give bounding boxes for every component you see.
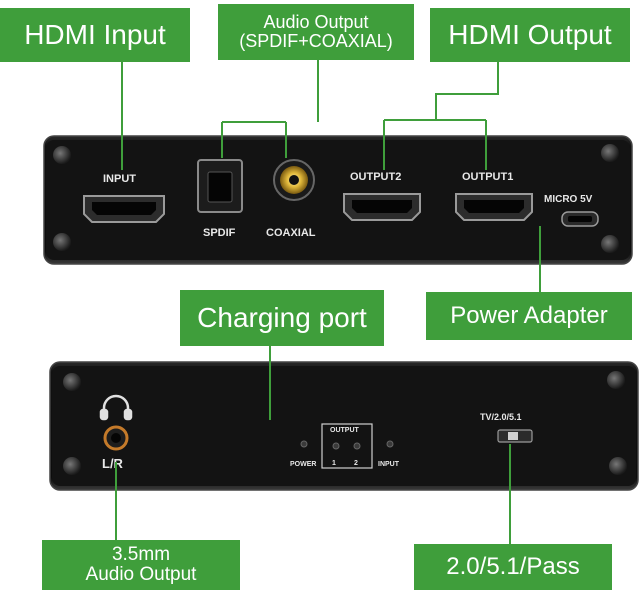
front-micro-label: MICRO 5V bbox=[544, 194, 593, 205]
led-output2-icon bbox=[353, 442, 361, 450]
back-lr-label: L/R bbox=[102, 456, 124, 471]
callout-charging-port: Charging port bbox=[180, 290, 384, 346]
micro-usb-port-icon bbox=[561, 211, 599, 227]
front-output1-label: OUTPUT1 bbox=[462, 171, 513, 183]
mode-switch-icon bbox=[497, 429, 533, 443]
leader-lines bbox=[115, 60, 541, 544]
led-power-icon bbox=[300, 440, 308, 448]
screw-icon bbox=[607, 371, 625, 389]
hdmi-output1-port-icon bbox=[455, 193, 533, 221]
led-input-icon bbox=[386, 440, 394, 448]
callout-headphone-line2: Audio Output bbox=[85, 564, 197, 585]
callout-hdmi-input-text: HDMI Input bbox=[24, 19, 166, 51]
callout-audio-output: Audio Output (SPDIF+COAXIAL) bbox=[218, 4, 414, 60]
callout-power-adapter-text: Power Adapter bbox=[450, 302, 608, 330]
callout-mode-switch: 2.0/5.1/Pass bbox=[414, 544, 612, 590]
screw-icon bbox=[63, 457, 81, 475]
hdmi-output2-port-icon bbox=[343, 193, 421, 221]
screw-icon bbox=[601, 144, 619, 162]
callout-hdmi-output-text: HDMI Output bbox=[448, 19, 612, 51]
back-output-label: OUTPUT bbox=[330, 427, 360, 434]
back-led1-label: 1 bbox=[332, 460, 336, 467]
audio-jack-port-icon bbox=[103, 425, 129, 451]
callout-headphone-line1: 3.5mm bbox=[111, 544, 171, 566]
front-output2-label: OUTPUT2 bbox=[350, 171, 401, 183]
callout-hdmi-input: HDMI Input bbox=[0, 8, 190, 62]
screw-icon bbox=[63, 373, 81, 391]
screw-icon bbox=[53, 233, 71, 251]
coaxial-port-icon bbox=[273, 159, 315, 201]
callout-hdmi-output: HDMI Output bbox=[430, 8, 630, 62]
callout-headphone-output: 3.5mm Audio Output bbox=[42, 540, 240, 590]
callout-audio-output-line1: Audio Output bbox=[263, 12, 369, 33]
back-power-label: POWER bbox=[290, 461, 316, 468]
callout-audio-output-line2: (SPDIF+COAXIAL) bbox=[239, 31, 393, 51]
front-panel: INPUT SPDIF COAXIAL OUTPUT2 OUTPUT1 bbox=[43, 135, 633, 265]
back-panel: L/R OUTPUT POWER 1 2 INPUT TV/2.0/5.1 bbox=[49, 361, 639, 491]
callout-charging-port-text: Charging port bbox=[197, 302, 367, 334]
callout-mode-switch-text: 2.0/5.1/Pass bbox=[446, 553, 580, 581]
back-mode-label: TV/2.0/5.1 bbox=[480, 412, 522, 422]
back-led2-label: 2 bbox=[354, 460, 358, 467]
back-input-label: INPUT bbox=[378, 461, 400, 468]
callout-power-adapter: Power Adapter bbox=[426, 292, 632, 340]
screw-icon bbox=[601, 235, 619, 253]
spdif-port-icon bbox=[197, 159, 243, 213]
front-coaxial-label: COAXIAL bbox=[266, 227, 316, 239]
led-output1-icon bbox=[332, 442, 340, 450]
front-spdif-label: SPDIF bbox=[203, 227, 236, 239]
headphones-icon bbox=[99, 394, 133, 421]
hdmi-input-port-icon bbox=[83, 195, 165, 223]
front-input-label: INPUT bbox=[103, 173, 136, 185]
screw-icon bbox=[609, 457, 627, 475]
screw-icon bbox=[53, 146, 71, 164]
